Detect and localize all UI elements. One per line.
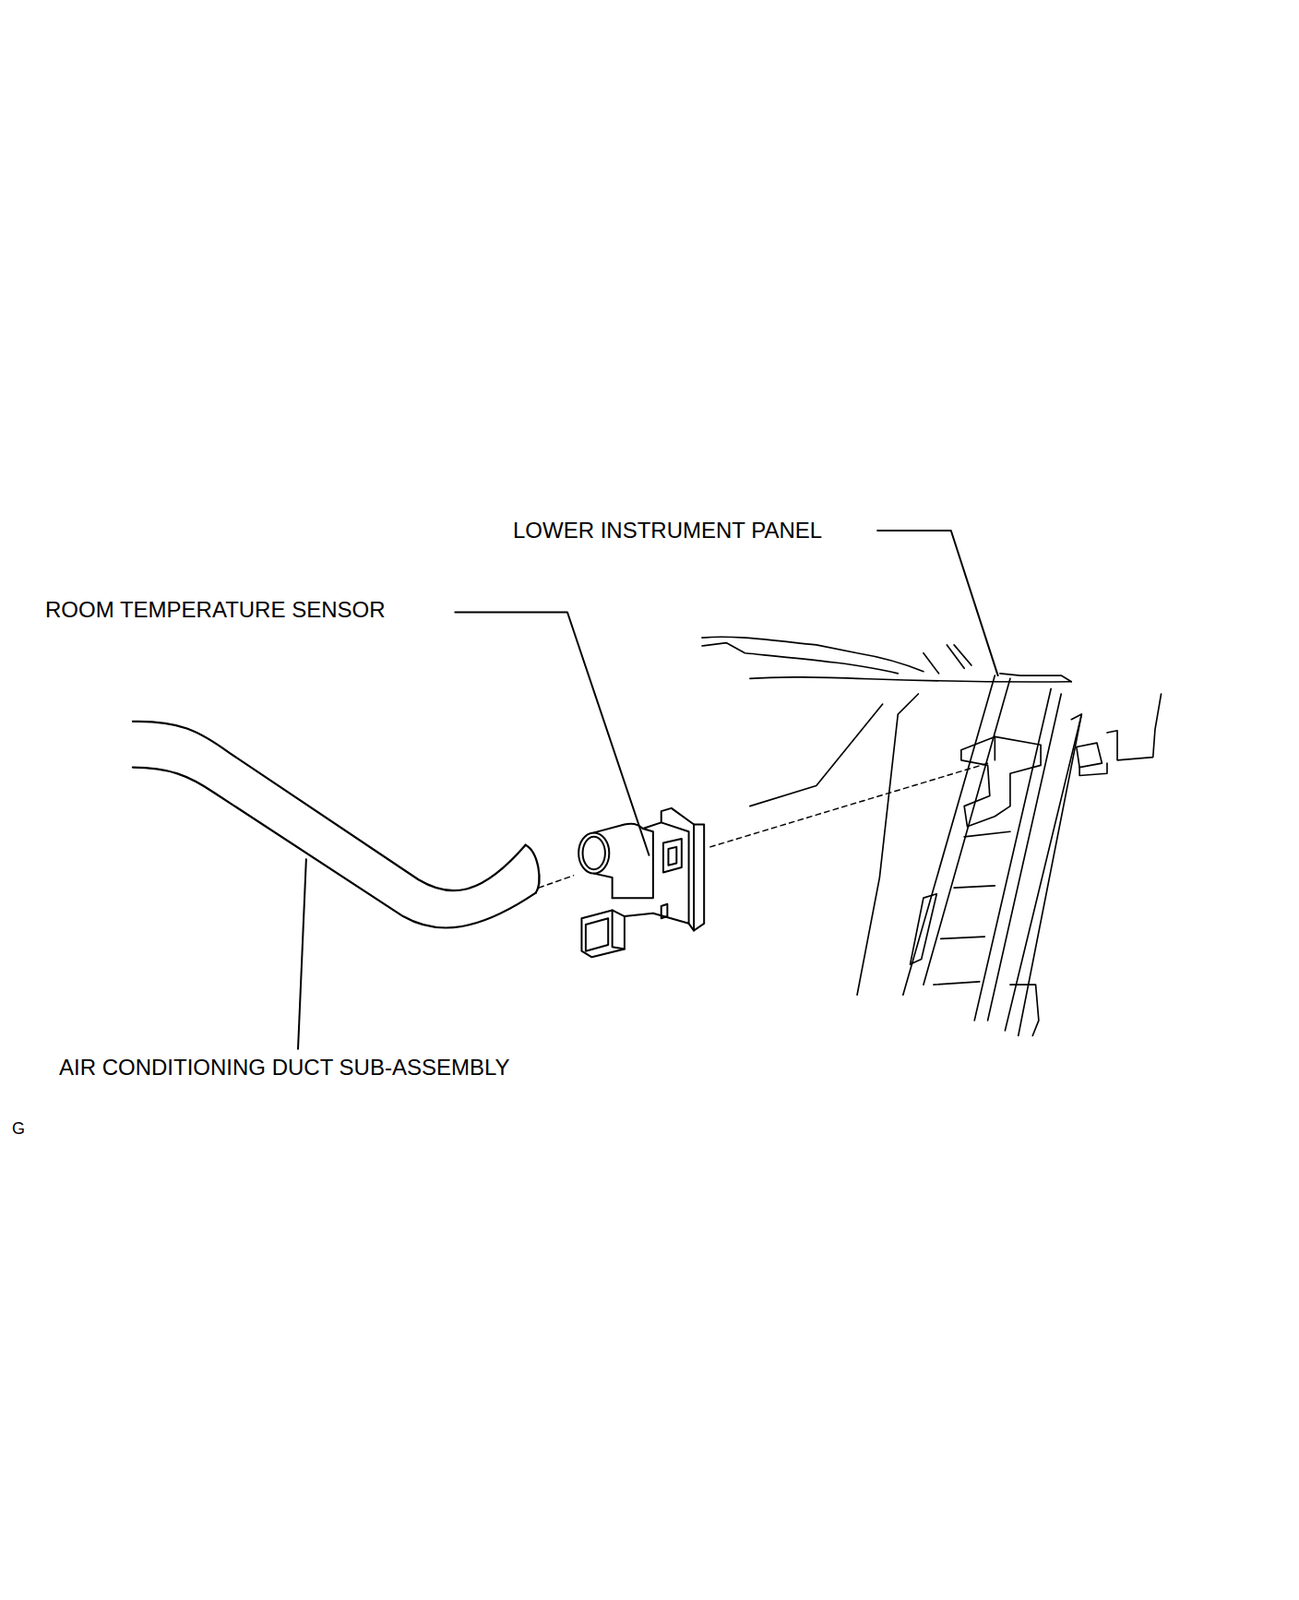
part-label: AIR CONDITIONING DUCT SUB-ASSEMBLY — [57, 1054, 513, 1081]
figure-code: G — [10, 1115, 27, 1142]
leader-lines — [297, 530, 999, 1049]
duct-illustration — [132, 721, 540, 929]
part-label: ROOM TEMPERATURE SENSOR — [43, 596, 387, 623]
alignment-lines — [538, 762, 989, 888]
panel-illustration — [702, 636, 1162, 1036]
part-label: LOWER INSTRUMENT PANEL — [511, 517, 824, 544]
sensor-illustration — [578, 808, 704, 957]
